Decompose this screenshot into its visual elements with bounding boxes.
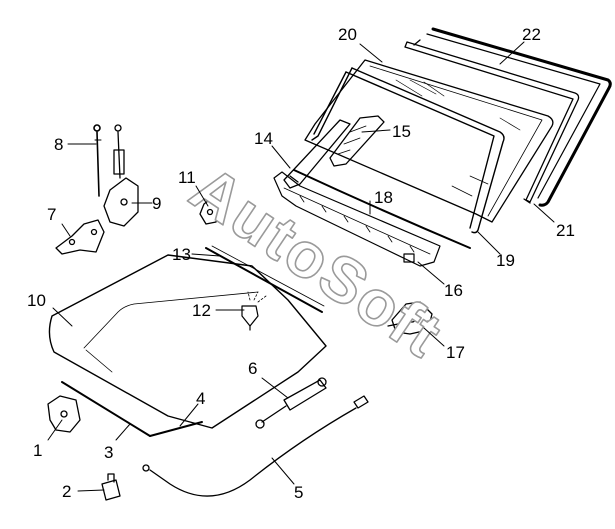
callout-13: 13 [172,245,191,264]
part-17-latch [387,301,435,335]
part-9-washer-pump [103,124,139,227]
part-7-hinge [55,219,105,255]
part-2-clip [101,473,121,501]
callout-7: 7 [47,205,56,224]
part-19-frame [311,67,505,234]
callout-17: 17 [446,343,465,362]
callout-19: 19 [496,251,515,270]
callout-labels: 1 2 3 4 5 6 7 8 9 10 11 12 13 14 15 16 1… [27,25,575,502]
part-4-front-strip [149,421,203,437]
callout-18: 18 [374,188,393,207]
callout-10: 10 [27,291,46,310]
part-14-pillar-trim [283,119,351,189]
part-13-seal-strip-edge [211,245,325,307]
callout-12: 12 [192,301,211,320]
callout-3: 3 [104,443,113,462]
part-12-washer-nozzle [241,291,267,331]
part-20-windshield-glass [304,59,554,223]
part-22-outer-seal [431,27,612,207]
callout-22: 22 [522,25,541,44]
callout-1: 1 [33,441,42,460]
callout-14: 14 [254,129,273,148]
part-15-pillar-trim [329,115,385,167]
part-10-hood [48,254,327,429]
callout-16: 16 [444,281,463,300]
callout-2: 2 [62,482,71,501]
callout-4: 4 [196,389,205,408]
callout-8: 8 [54,135,63,154]
part-13-seal-strip [205,247,323,313]
part-21-moulding [404,39,580,204]
callout-5: 5 [294,483,303,502]
callout-6: 6 [248,359,257,378]
callout-21: 21 [556,221,575,240]
part-8-rod [93,124,102,197]
part-16-cowl-panel [273,171,441,267]
part-1-latch [47,395,81,433]
leader-lines [47,41,555,492]
callout-20: 20 [338,25,357,44]
part-3-lower-strip [61,381,151,437]
part-11-bracket [199,197,223,225]
part-6-gas-strut [255,377,327,429]
callout-9: 9 [152,194,161,213]
callout-11: 11 [178,168,196,187]
part-18-lower-strip [293,169,471,249]
part-5-release-cable [142,395,369,497]
callout-15: 15 [392,122,411,141]
part-22-outer-seal-inner [426,33,601,199]
